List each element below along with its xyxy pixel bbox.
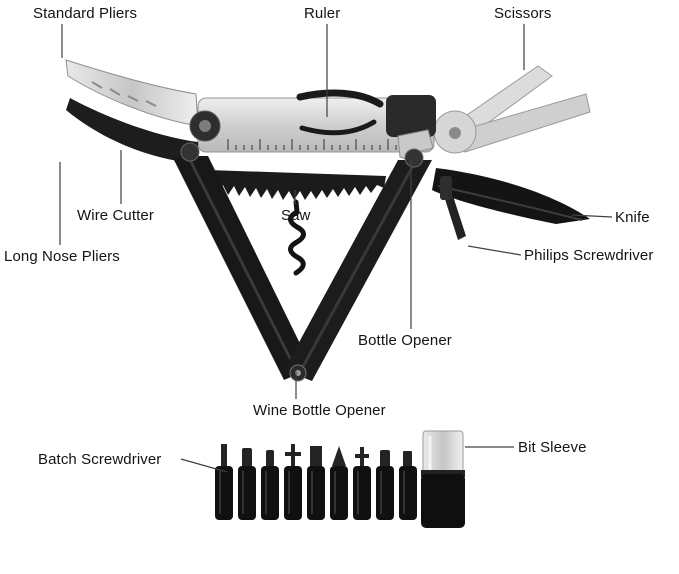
corkscrew-illustration	[288, 199, 306, 276]
bit-phillips-1	[284, 444, 302, 520]
philips-screwdriver-shaft	[440, 176, 452, 200]
knife-edge-highlight	[437, 185, 583, 221]
label-bottle-opener: Bottle Opener	[358, 332, 452, 349]
pliers-pivot-pin	[199, 120, 211, 132]
pliers-jaw-serrations	[91, 81, 157, 107]
bit-square	[399, 451, 417, 520]
bit-cone-point	[330, 446, 348, 520]
label-knife: Knife	[615, 209, 650, 226]
label-scissors: Scissors	[494, 5, 552, 22]
handle-right-highlight	[298, 163, 416, 373]
handle-left	[172, 156, 312, 380]
label-standard-pliers: Standard Pliers	[33, 5, 138, 22]
handle-left-highlight	[188, 159, 298, 371]
handle-left-hinge	[180, 142, 200, 162]
body-dark-panel	[386, 95, 436, 137]
label-wire-cutter: Wire Cutter	[77, 207, 154, 224]
bit-hex-2	[376, 450, 394, 520]
philips-screwdriver-illustration	[444, 193, 466, 240]
label-batch-screwdriver: Batch Screwdriver	[38, 451, 162, 468]
bit-sleeve-illustration	[421, 430, 465, 528]
label-bit-sleeve: Bit Sleeve	[518, 439, 587, 456]
bit-flathead-1	[215, 444, 233, 520]
label-wine-bottle-opener: Wine Bottle Opener	[253, 402, 386, 419]
label-philips-screwdriver: Philips Screwdriver	[524, 247, 654, 264]
bit-torx	[261, 450, 279, 520]
label-saw: Saw	[281, 207, 311, 224]
saw-blade-illustration	[208, 170, 386, 200]
handle-right-hinge	[404, 148, 424, 168]
scissors-screw	[449, 127, 461, 139]
bit-phillips-2	[353, 447, 371, 520]
handle-right	[284, 160, 432, 381]
knife-blade-illustration	[432, 168, 590, 224]
wire-clip	[296, 89, 384, 108]
leader-batch-screwdriver	[180, 458, 228, 473]
bit-hex-1	[238, 448, 256, 520]
pliers-lower-jaw	[66, 98, 198, 164]
bit-flathead-2	[307, 446, 325, 520]
wire-clip-lower	[299, 119, 377, 136]
label-ruler: Ruler	[304, 5, 341, 22]
leader-philips-screwdriver	[467, 245, 522, 256]
leader-knife	[571, 214, 613, 218]
label-long-nose-pliers: Long Nose Pliers	[4, 248, 120, 265]
